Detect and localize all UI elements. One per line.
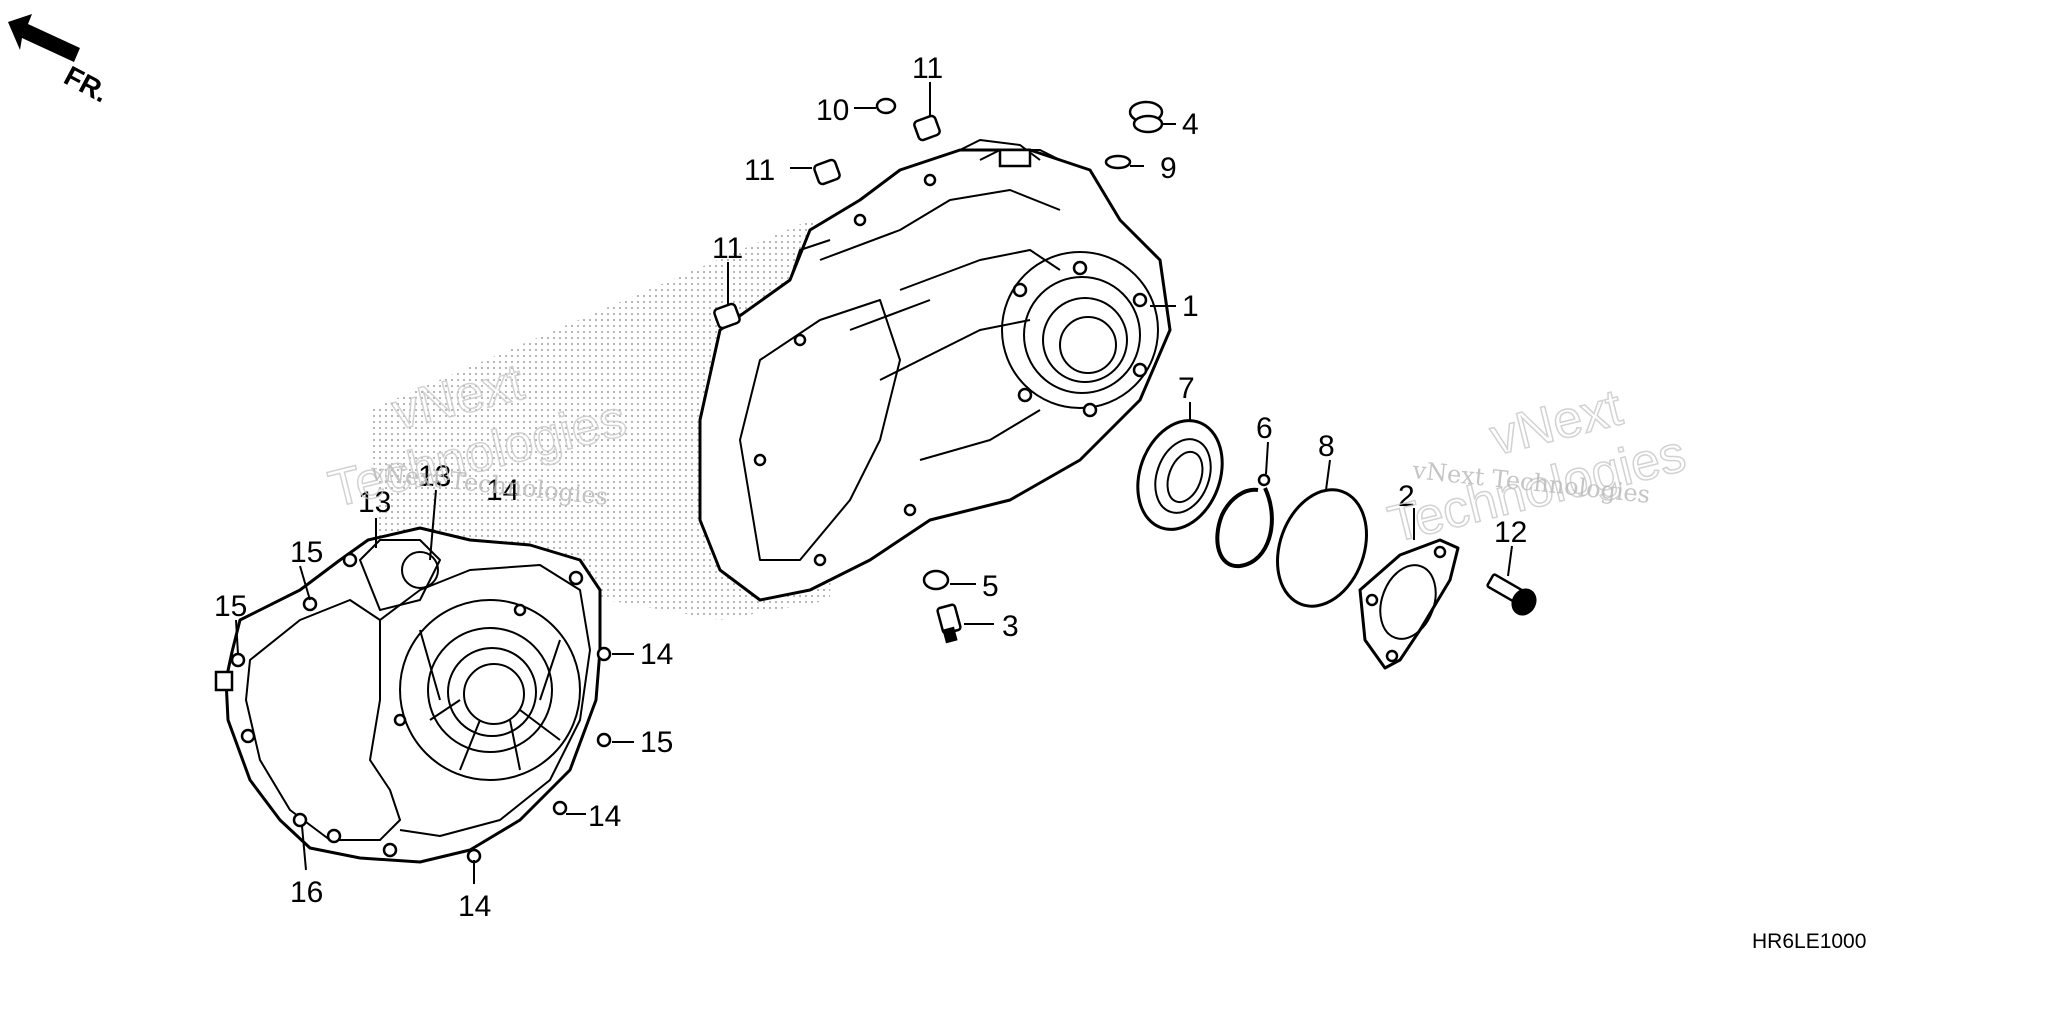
callout-5: 5 (982, 570, 999, 603)
dowel-pin-11-top (913, 114, 941, 142)
callout-12: 12 (1494, 516, 1527, 549)
washer-5 (922, 569, 950, 591)
cover-plate-2 (1358, 538, 1460, 670)
callout-14-right: 14 (640, 638, 673, 671)
callout-15-top: 15 (290, 536, 323, 569)
diagram-code: HR6LE1000 (1752, 930, 1866, 953)
callout-11-top: 11 (912, 52, 943, 85)
o-ring-8 (1276, 488, 1368, 608)
callout-2: 2 (1398, 480, 1415, 513)
direction-label: FR. (59, 60, 113, 109)
flange-bolt-12 (1486, 573, 1537, 616)
front-direction-arrow-icon (8, 14, 80, 62)
callout-10: 10 (816, 94, 849, 127)
transmission-case (698, 139, 1172, 602)
callout-11-left: 11 (712, 232, 743, 265)
callout-15-left: 15 (214, 590, 247, 623)
callout-9: 9 (1160, 152, 1177, 185)
dowel-pin-11-mid (813, 158, 841, 186)
bearing-7 (1136, 419, 1224, 531)
callout-11-mid: 11 (744, 154, 775, 187)
dowel-pin-11-left (713, 302, 741, 330)
drain-plug-4 (1128, 100, 1164, 134)
callout-7: 7 (1178, 372, 1195, 405)
callout-8: 8 (1318, 430, 1335, 463)
callout-15-right: 15 (640, 726, 673, 759)
callout-14-top: 14 (486, 474, 519, 507)
callout-13-left: 13 (358, 486, 391, 519)
callout-6: 6 (1256, 412, 1273, 445)
callout-4: 4 (1182, 108, 1199, 141)
washer-10 (875, 97, 897, 115)
callout-13-top: 13 (418, 460, 451, 493)
leader-lines (235, 82, 1513, 884)
callout-1: 1 (1182, 290, 1199, 323)
snap-ring-6 (1215, 473, 1274, 569)
o-ring-9 (1104, 154, 1132, 170)
callout-3: 3 (1002, 610, 1019, 643)
sensor-bolt-3 (936, 603, 962, 644)
callout-14-bottom: 14 (458, 890, 491, 923)
clutch-housing (214, 526, 612, 864)
callout-16: 16 (290, 876, 323, 909)
callout-14-lower: 14 (588, 800, 621, 833)
